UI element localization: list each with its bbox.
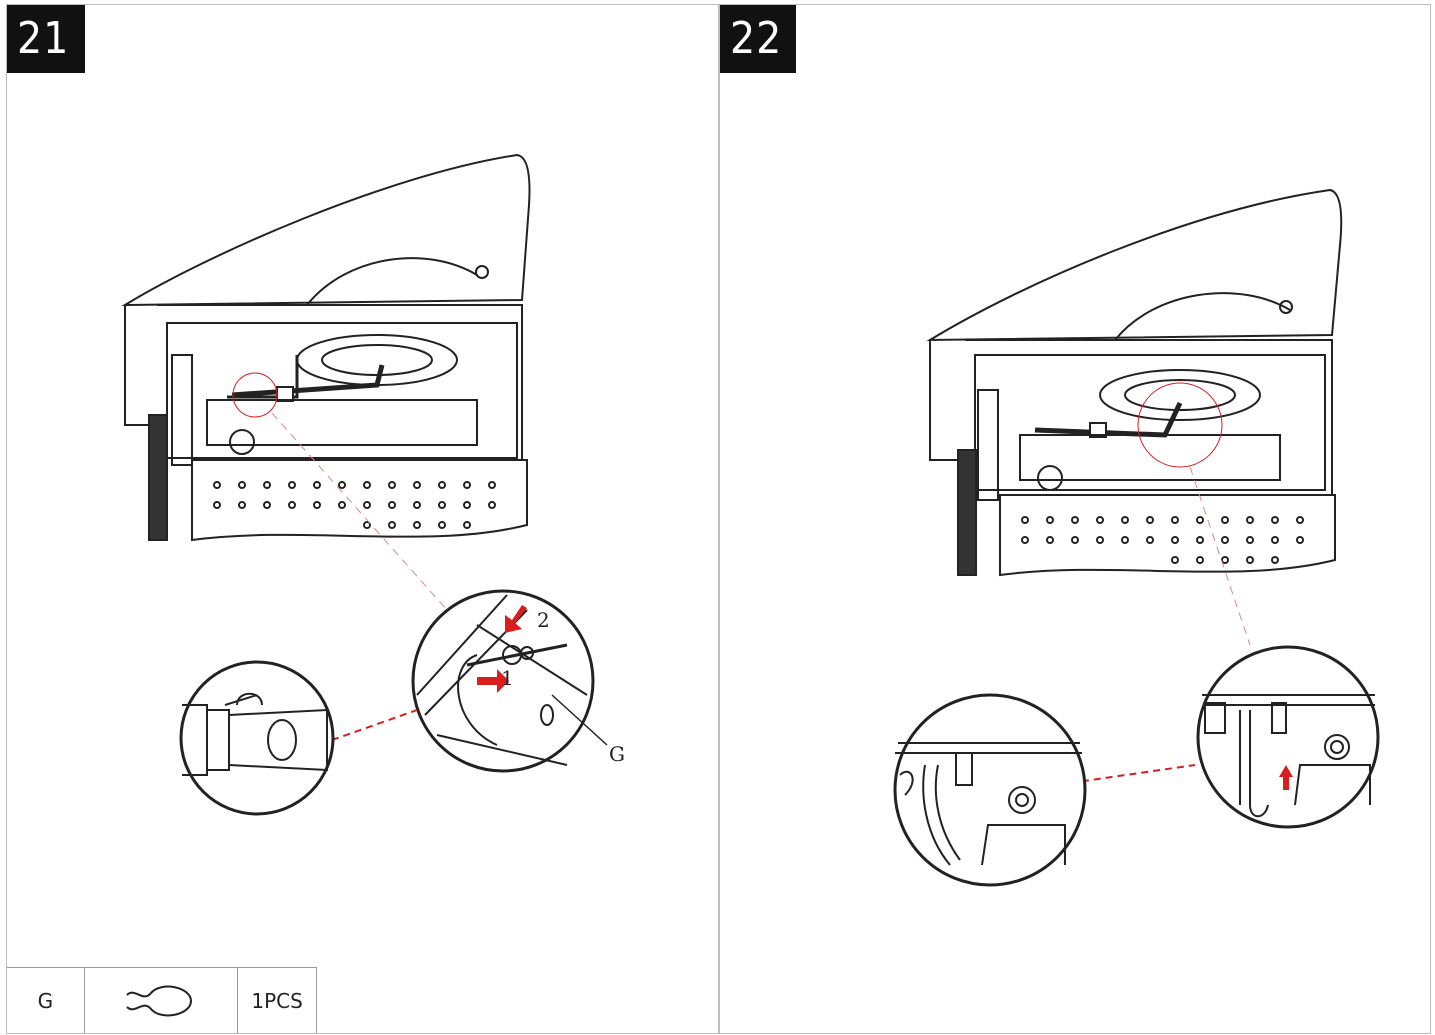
- lid-bolt: [475, 265, 489, 279]
- step-number-badge: 22: [720, 5, 796, 73]
- grill-front-frame: [965, 339, 1333, 560]
- clip-location: [1089, 422, 1107, 438]
- perforation-holes: [1021, 516, 1304, 564]
- side-handle: [957, 449, 977, 576]
- valve-knob: [229, 429, 255, 455]
- perforated-panel: [999, 494, 1336, 577]
- zoom-connector-line: [331, 709, 418, 741]
- step-21-panel: 21: [6, 4, 719, 1034]
- detail-zoom-right: 2 1: [411, 589, 595, 773]
- part-image-cell: [85, 968, 239, 1033]
- push-up-arrow: [1279, 765, 1293, 790]
- detail-zoom-right: [1196, 645, 1380, 829]
- part-letter: G: [7, 968, 85, 1033]
- hinge-bracket: [171, 354, 193, 466]
- burner-plate: [1099, 369, 1261, 421]
- detail-circle-marker: [232, 372, 278, 418]
- push-arrow-1: [477, 669, 509, 693]
- regulator-tube: [227, 355, 299, 399]
- callout-leader-g: [551, 694, 608, 746]
- zoom-connector-line: [1069, 764, 1196, 784]
- step-22-panel: 22: [719, 4, 1431, 1034]
- perforated-panel: [191, 459, 528, 542]
- hair-pin-clip-icon: [126, 985, 193, 1016]
- arrow-label-1: 1: [501, 666, 514, 690]
- grill-lid-outline: [926, 188, 1343, 342]
- zoom-leader-line: [1189, 466, 1251, 646]
- lid-handle-curve: [306, 257, 478, 306]
- zoom-leader-line: [271, 412, 448, 611]
- grill-front-frame: [157, 304, 523, 525]
- clip-location: [276, 386, 294, 402]
- callout-letter-g: G: [609, 742, 625, 766]
- hinge-bracket: [977, 389, 999, 501]
- perforation-holes: [213, 481, 496, 529]
- bracket-plate: [206, 399, 478, 446]
- push-arrow-2: [505, 605, 527, 633]
- part-quantity: 1PCS: [251, 988, 303, 1013]
- side-handle: [148, 414, 168, 541]
- grill-lid-outline: [121, 153, 531, 307]
- parts-table: G 1PCS: [7, 967, 317, 1033]
- detail-circle-marker: [1137, 382, 1223, 468]
- step-22-illustration: [893, 188, 1380, 887]
- step-21-illustration: 2 1 G: [121, 153, 625, 816]
- arrow-label-2: 2: [537, 608, 550, 632]
- step-number-badge: 21: [7, 5, 85, 73]
- lid-handle-curve: [1114, 292, 1291, 341]
- detail-zoom-left: [179, 660, 335, 816]
- burner-plate-inner: [1124, 379, 1236, 411]
- detail-zoom-left: [893, 693, 1087, 887]
- valve-knob: [1037, 465, 1063, 491]
- bracket-plate: [1019, 434, 1281, 481]
- lid-bolt: [1279, 300, 1293, 314]
